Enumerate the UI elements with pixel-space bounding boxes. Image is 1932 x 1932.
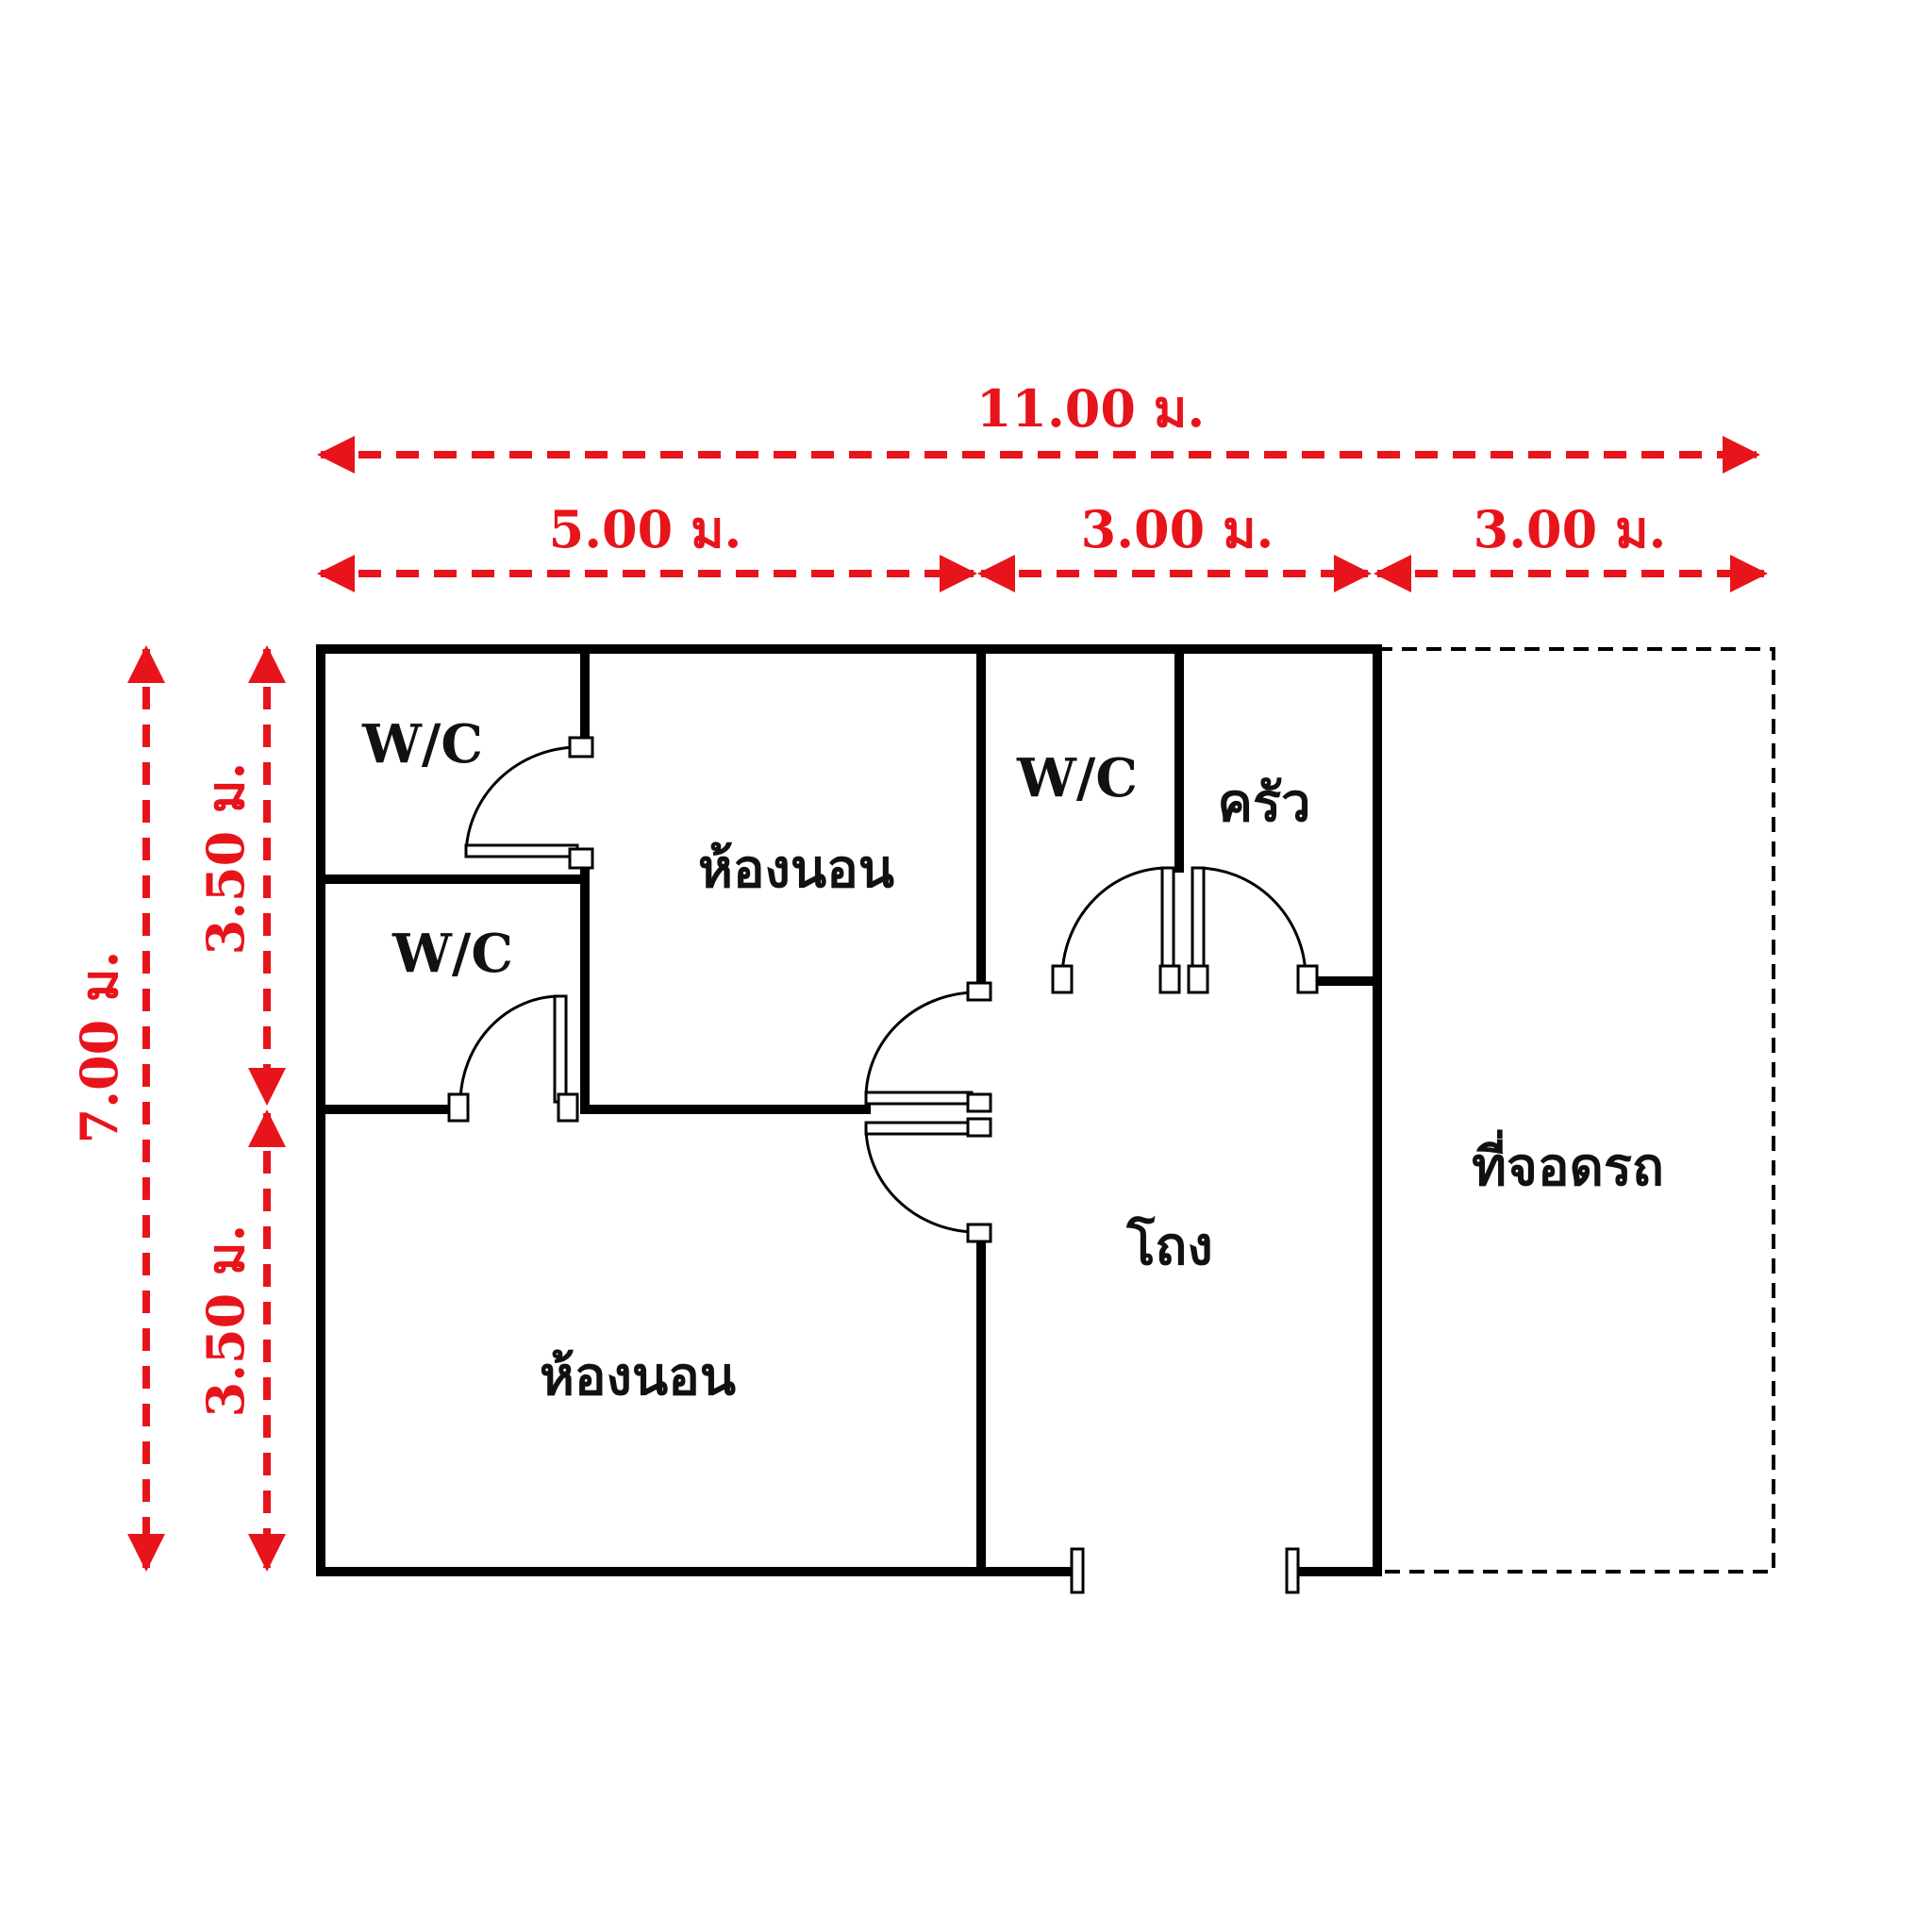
room-label-bedroom-upper: ห้องนอน [698,838,894,900]
room-label-wc-right: W/C [1016,747,1138,809]
dimension-label-segment-1: 5.00 ม. [549,499,742,559]
room-labels: W/C W/C W/C ครัว ห้องนอน ห้องนอน โถง ที่… [361,713,1664,1407]
door-bedroom1 [864,981,992,1113]
carport-outline [1375,647,1775,1574]
main-entrance [1070,1547,1300,1594]
door-wc3 [1051,866,1181,994]
dimension-lines [127,436,1768,1572]
dimension-label-segment-2: 3.00 ม. [1081,499,1274,559]
room-label-kitchen: ครัว [1218,772,1311,834]
dimension-label-depth-upper: 3.50 ม. [195,762,256,956]
door-bedroom2 [864,1117,992,1243]
room-label-bedroom-lower: ห้องนอน [540,1345,736,1407]
room-label-wc-top-left: W/C [361,713,483,775]
door-wc1 [464,736,594,870]
dimension-labels: 11.00 ม. 5.00 ม. 3.00 ม. 3.00 ม. 7.00 ม.… [69,378,1666,1417]
door-kitchen [1187,866,1319,994]
room-label-wc-mid-left: W/C [391,923,513,985]
room-label-hall: โถง [1125,1215,1212,1277]
room-label-carport: ที่จอดรถ [1472,1129,1664,1198]
walls [316,644,1382,1576]
dimension-label-segment-3: 3.00 ม. [1474,499,1667,559]
doors [447,736,1319,1594]
dimension-label-total-width: 11.00 ม. [976,378,1205,439]
door-wc2 [447,994,579,1123]
dimension-label-total-depth: 7.00 ม. [69,951,129,1144]
dimension-label-depth-lower: 3.50 ม. [195,1224,256,1418]
